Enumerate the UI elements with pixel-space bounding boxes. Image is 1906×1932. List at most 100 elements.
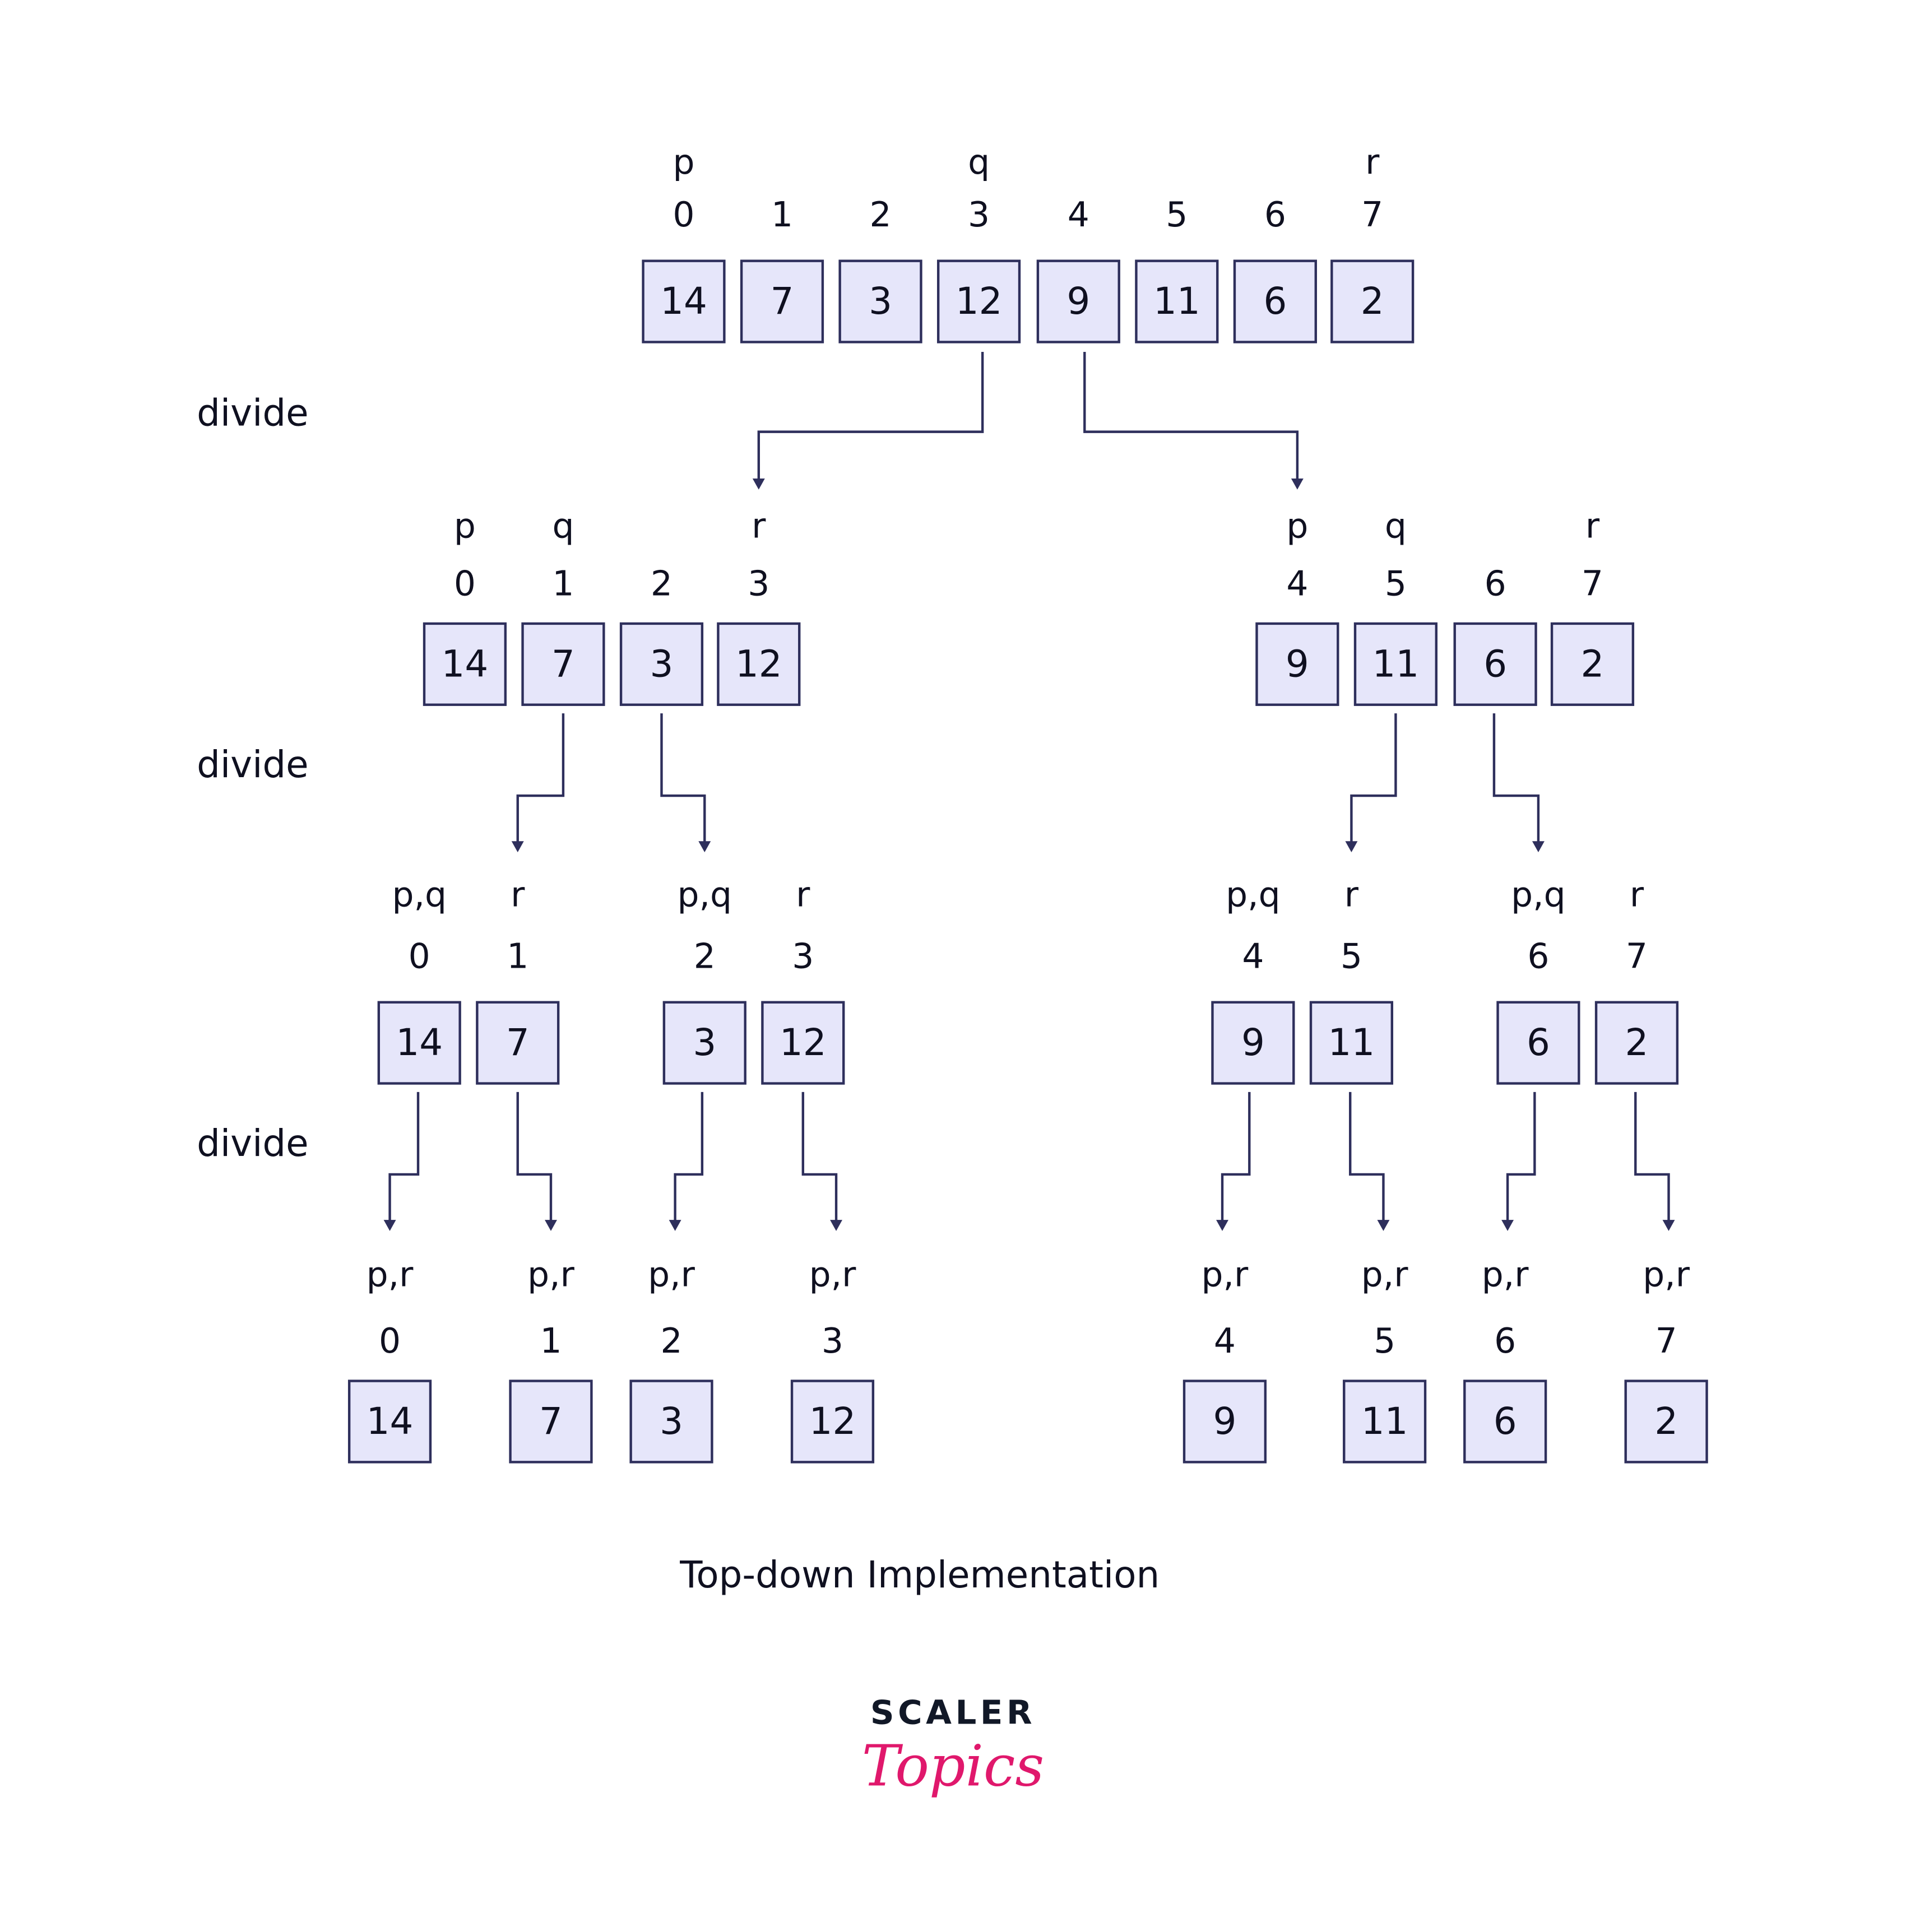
cell-value: 3 — [660, 1400, 683, 1443]
cell-index: 3 — [968, 195, 990, 235]
cell-value: 14 — [442, 642, 489, 685]
cell-value: 14 — [396, 1021, 443, 1064]
cell-index: 5 — [1385, 564, 1407, 603]
cell-value: 9 — [1066, 280, 1090, 323]
cell-value: 2 — [1581, 642, 1604, 685]
array-cell — [1496, 1001, 1580, 1085]
arrowhead-icon — [752, 479, 765, 490]
pointer-marker: p — [454, 506, 476, 546]
pointer-marker: p,r — [527, 1255, 575, 1295]
arrowhead-icon — [1345, 841, 1358, 853]
pointer-marker: p,r — [1482, 1255, 1529, 1295]
array-cell — [476, 1001, 560, 1085]
cell-value: 2 — [1654, 1400, 1678, 1443]
array-cell — [619, 622, 704, 706]
arrowhead-icon — [1377, 1220, 1390, 1231]
pointer-marker: p — [1286, 506, 1308, 546]
array-cell — [509, 1380, 593, 1464]
array-cell — [1624, 1380, 1708, 1464]
cell-value: 6 — [1263, 280, 1287, 323]
array-cell — [936, 259, 1021, 343]
divide-arrow — [388, 1092, 420, 1222]
pointer-marker: p,q — [1226, 875, 1281, 915]
arrowhead-icon — [1532, 841, 1545, 853]
cell-index: 0 — [409, 936, 430, 976]
cell-value: 6 — [1483, 642, 1507, 685]
arrowhead-icon — [1662, 1220, 1675, 1231]
cell-index: 4 — [1068, 195, 1089, 235]
cell-index: 3 — [822, 1321, 843, 1361]
divide-arrow — [516, 713, 565, 843]
pointer-marker: p,r — [367, 1255, 414, 1295]
array-cell — [1036, 259, 1120, 343]
cell-index: 5 — [1341, 936, 1362, 976]
cell-value: 7 — [771, 280, 794, 323]
pointer-marker: r — [752, 506, 766, 546]
array-cell — [1353, 622, 1438, 706]
cell-index: 5 — [1374, 1321, 1395, 1361]
cell-value: 9 — [1241, 1021, 1265, 1064]
cell-value: 14 — [660, 280, 707, 323]
arrowhead-icon — [1291, 479, 1304, 490]
divide-arrow — [1492, 713, 1540, 843]
cell-value: 3 — [869, 280, 892, 323]
pointer-marker: q — [552, 506, 574, 546]
cell-index: 0 — [454, 564, 476, 603]
array-cell — [642, 259, 726, 343]
divide-arrow — [1506, 1092, 1536, 1222]
pointer-marker: r — [1630, 875, 1644, 915]
array-cell — [629, 1380, 713, 1464]
array-cell — [1330, 259, 1415, 343]
cell-index: 1 — [771, 195, 793, 235]
divide-arrow — [1634, 1092, 1670, 1222]
array-cell — [838, 259, 922, 343]
array-cell — [1463, 1380, 1547, 1464]
divide-arrow — [757, 352, 984, 480]
divide-arrow — [674, 1092, 704, 1222]
divide-arrow — [801, 1092, 838, 1222]
divide-arrow — [1350, 713, 1397, 843]
cell-index: 1 — [552, 564, 574, 603]
cell-index: 2 — [651, 564, 673, 603]
cell-index: 7 — [1626, 936, 1648, 976]
array-cell — [740, 259, 824, 343]
cell-index: 4 — [1242, 936, 1264, 976]
array-cell — [1255, 622, 1339, 706]
array-cell — [790, 1380, 875, 1464]
array-cell — [717, 622, 801, 706]
pointer-marker: r — [511, 875, 525, 915]
cell-value: 7 — [539, 1400, 563, 1443]
pointer-marker: p,r — [1361, 1255, 1409, 1295]
cell-index: 4 — [1214, 1321, 1236, 1361]
arrowhead-icon — [545, 1220, 557, 1231]
array-cell — [761, 1001, 845, 1085]
array-cell — [662, 1001, 746, 1085]
cell-value: 12 — [809, 1400, 856, 1443]
pointer-marker: p,r — [1643, 1255, 1690, 1295]
cell-value: 2 — [1625, 1021, 1649, 1064]
cell-index: 7 — [1582, 564, 1603, 603]
cell-index: 6 — [1494, 1321, 1516, 1361]
cell-value: 7 — [551, 642, 575, 685]
arrowhead-icon — [1216, 1220, 1228, 1231]
cell-index: 1 — [507, 936, 528, 976]
array-cell — [1550, 622, 1635, 706]
arrowhead-icon — [383, 1220, 396, 1231]
pointer-marker: p,r — [809, 1255, 857, 1295]
arrowhead-icon — [511, 841, 524, 853]
pointer-marker: r — [1344, 875, 1359, 915]
cell-value: 6 — [1527, 1021, 1550, 1064]
logo-topics: Topics — [862, 1733, 1044, 1799]
array-cell — [1233, 259, 1317, 343]
array-cell — [347, 1380, 432, 1464]
cell-value: 2 — [1361, 280, 1384, 323]
array-cell — [1309, 1001, 1394, 1085]
pointer-marker: r — [1365, 142, 1380, 182]
cell-index: 1 — [540, 1321, 562, 1361]
divide-arrow — [516, 1092, 553, 1222]
array-cell — [1343, 1380, 1427, 1464]
pointer-marker: r — [796, 875, 810, 915]
cell-index: 2 — [660, 1321, 682, 1361]
